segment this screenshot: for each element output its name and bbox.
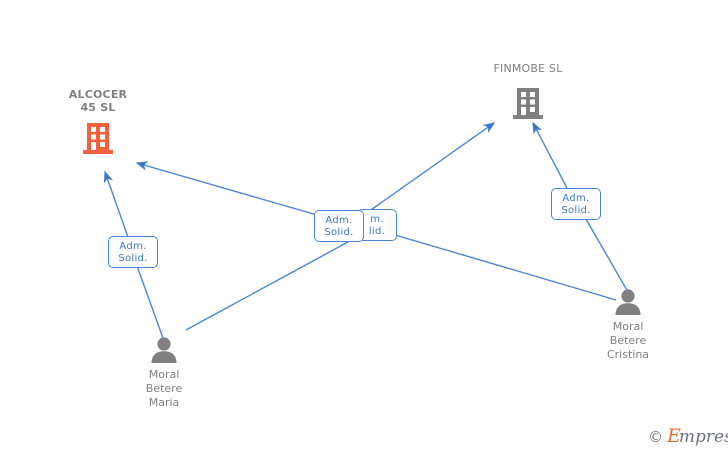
person-name-line3: Cristina bbox=[606, 348, 650, 361]
relation-box-maria-alcocer[interactable]: Adm. Solid. bbox=[108, 236, 158, 268]
brand-rest: mpresia bbox=[678, 427, 728, 447]
relation-line1: Adm. bbox=[119, 241, 147, 252]
edge-right-relation-to-finmobe bbox=[532, 121, 568, 189]
person-name-line2: Betere bbox=[145, 382, 183, 395]
brand-name: Empresia bbox=[667, 427, 728, 446]
person-name-line1: Moral bbox=[148, 368, 180, 381]
person-name-line2: Betere bbox=[609, 334, 647, 347]
edge-maria-to-center-relation bbox=[185, 235, 360, 331]
watermark-empresia: © Empresia bbox=[648, 427, 728, 446]
relation-box-cristina-finmobe[interactable]: Adm. Solid. bbox=[551, 188, 601, 220]
company-label-alcocer: ALCOCER 45 SL bbox=[48, 88, 148, 114]
relation-line2: Solid. bbox=[118, 253, 148, 264]
relation-line2: Solid. bbox=[324, 227, 354, 238]
brand-initial: E bbox=[667, 425, 681, 447]
building-icon[interactable] bbox=[82, 120, 114, 156]
relation-line1: m. bbox=[370, 214, 384, 225]
company-name-line1: FINMOBE SL bbox=[493, 62, 563, 75]
company-node-alcocer[interactable]: ALCOCER 45 SL bbox=[48, 88, 148, 156]
relation-line2: lid. bbox=[368, 226, 386, 237]
person-icon[interactable] bbox=[613, 288, 643, 316]
edge-center-relation-to-alcocer bbox=[135, 161, 318, 216]
edge-center-relation-to-finmobe bbox=[367, 122, 496, 213]
person-label: Moral Betere Cristina bbox=[588, 320, 668, 362]
person-label: Moral Betere Maria bbox=[124, 368, 204, 410]
relation-box-cristina-alcocer[interactable]: Adm. Solid. bbox=[314, 210, 364, 242]
relation-line1: Adm. bbox=[562, 193, 590, 204]
edge-cristina-to-center-relation bbox=[384, 231, 617, 301]
company-name-line2: 45 SL bbox=[80, 101, 116, 114]
company-label-finmobe: FINMOBE SL bbox=[468, 62, 588, 75]
person-node-moral-betere-maria[interactable]: Moral Betere Maria bbox=[124, 336, 204, 410]
person-name-line1: Moral bbox=[612, 320, 644, 333]
person-icon[interactable] bbox=[149, 336, 179, 364]
person-node-moral-betere-cristina[interactable]: Moral Betere Cristina bbox=[588, 288, 668, 362]
edge-cristina-to-right-relation bbox=[585, 218, 629, 293]
person-name-line3: Maria bbox=[148, 396, 180, 409]
relation-line2: Solid. bbox=[561, 205, 591, 216]
edge-maria-to-left-relation bbox=[136, 265, 164, 339]
edge-left-relation-to-alcocer bbox=[104, 170, 129, 238]
copyright-icon: © bbox=[648, 427, 663, 446]
relation-line1: Adm. bbox=[325, 215, 353, 226]
company-name-line1: ALCOCER bbox=[68, 88, 128, 101]
building-icon[interactable] bbox=[512, 85, 544, 121]
company-node-finmobe[interactable]: FINMOBE SL bbox=[468, 62, 588, 121]
